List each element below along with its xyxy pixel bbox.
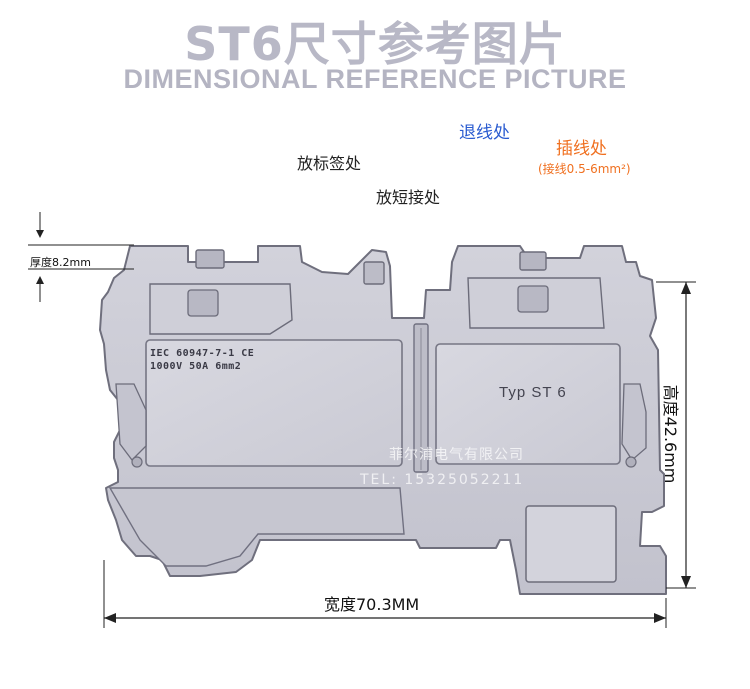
clamp-opening-right [519,251,547,271]
page-title-chinese: ST6尺寸参考图片 [184,17,566,71]
spring-notch-right [621,383,647,461]
dimension-thickness: 厚度8.2mm [30,256,91,269]
label-panel-left [145,339,403,467]
callout-short-connection: 放短接处 [376,188,441,207]
mounting-foot [108,487,405,567]
dimension-height: 高度42.6mm [661,384,680,484]
rivet-right [625,456,637,468]
short-connection-slot [363,261,385,285]
watermark-phone: TEL: 15325052211 [360,472,525,488]
clamp-chamber-left [149,283,293,335]
marking-rating: 1000V 50A 6mm2 [150,361,242,372]
callout-release-point: 退线处 [459,123,510,143]
callout-wire-range: (接线0.5-6mm²) [538,162,631,176]
marking-standard: IEC 60947-7-1 CE [150,348,255,359]
dimension-width: 宽度70.3MM [324,595,420,614]
release-slot-right [517,285,549,313]
spring-notch-left [115,383,147,461]
label-panel-right [435,343,621,465]
release-slot-left [187,289,219,317]
marking-type: Typ ST 6 [499,384,567,401]
clamp-opening-left [195,249,225,269]
watermark-company: 菲尔浦电气有限公司 [389,447,524,463]
callout-label-position: 放标签处 [297,154,362,173]
callout-insert-point: 插线处 [556,139,607,159]
page-title-english: DIMENSIONAL REFERENCE PICTURE [123,64,627,94]
din-rail-window [525,505,617,583]
rivet-left [131,456,143,468]
